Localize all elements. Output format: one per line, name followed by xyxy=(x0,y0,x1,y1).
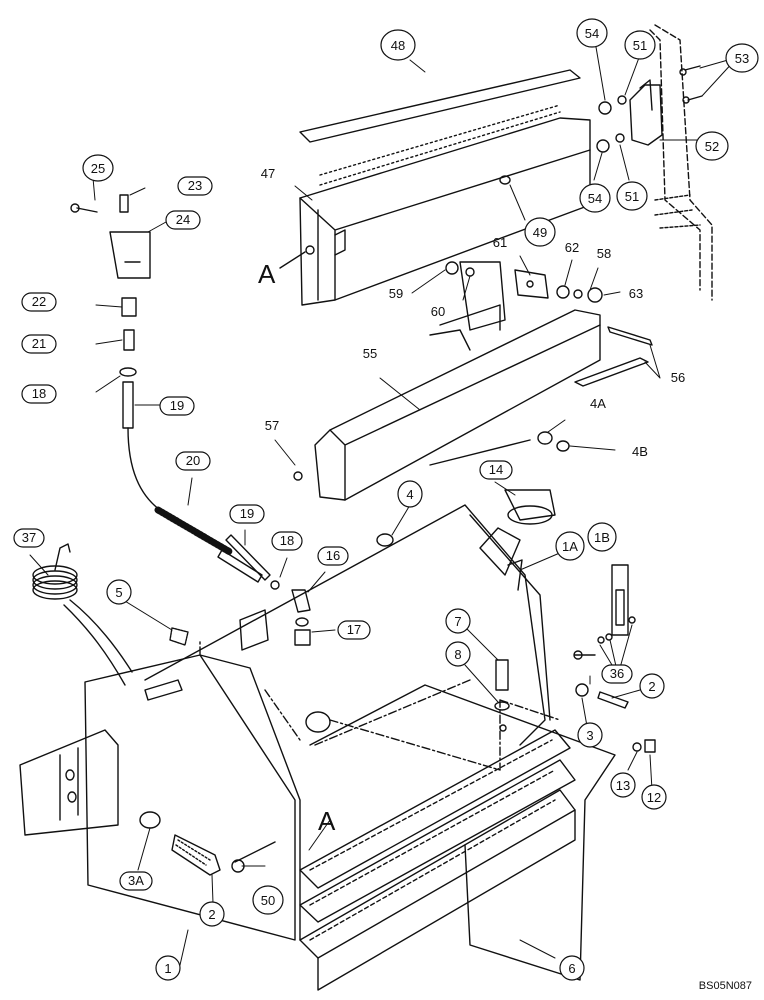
callout-21: 21 xyxy=(32,336,46,351)
callout-6: 6 xyxy=(568,961,575,976)
callout-51-bottom: 51 xyxy=(625,189,639,204)
callout-19-top: 19 xyxy=(170,398,184,413)
callout-18-top: 18 xyxy=(32,386,46,401)
callout-51-top: 51 xyxy=(633,38,647,53)
callout-50: 50 xyxy=(261,893,275,908)
hinge-52 xyxy=(629,84,663,146)
callout-18-bottom: 18 xyxy=(280,533,294,548)
callout-3A: 3A xyxy=(128,873,144,888)
fitting-stack xyxy=(70,194,311,646)
tube-19 xyxy=(122,381,134,429)
bracket-61 xyxy=(445,261,603,331)
callout-36: 36 xyxy=(610,666,624,681)
callout-4A: 4A xyxy=(590,396,606,411)
callout-60: 60 xyxy=(431,304,445,319)
bolt-49 xyxy=(305,245,315,255)
callout-24: 24 xyxy=(176,212,190,227)
main-body xyxy=(19,489,656,991)
callout-7: 7 xyxy=(454,614,461,629)
callout-labels: 48 54 51 53 52 54 51 49 47 61 62 58 63 5… xyxy=(22,26,749,976)
callout-17: 17 xyxy=(347,622,361,637)
coil-37 xyxy=(32,543,133,686)
callout-1B: 1B xyxy=(594,530,610,545)
fitting-21 xyxy=(123,329,135,351)
washer-3A xyxy=(139,811,161,829)
callout-58: 58 xyxy=(597,246,611,261)
callout-4B: 4B xyxy=(632,444,648,459)
callout-8: 8 xyxy=(454,647,461,662)
bolt-7 xyxy=(495,659,509,691)
hose-20 xyxy=(154,506,234,556)
callout-3: 3 xyxy=(586,728,593,743)
nut-54-top xyxy=(598,101,612,115)
bolt-2 xyxy=(171,834,221,876)
callout-56: 56 xyxy=(671,370,685,385)
callout-5: 5 xyxy=(115,585,122,600)
strip-56a xyxy=(574,357,649,387)
callout-19-bottom: 19 xyxy=(240,506,254,521)
leader-lines xyxy=(29,46,736,966)
callout-bubbles xyxy=(13,18,759,981)
callout-63: 63 xyxy=(629,286,643,301)
callout-53: 53 xyxy=(735,51,749,66)
callout-13: 13 xyxy=(616,778,630,793)
callout-54-bottom: 54 xyxy=(588,191,602,206)
callout-61: 61 xyxy=(493,235,507,250)
callout-16: 16 xyxy=(326,548,340,563)
callout-54-top: 54 xyxy=(585,26,599,41)
callout-59: 59 xyxy=(389,286,403,301)
callout-55: 55 xyxy=(363,346,377,361)
view-mark-a-bottom: A xyxy=(318,806,336,836)
callout-25: 25 xyxy=(91,161,105,176)
bolt-57 xyxy=(293,471,303,481)
strip-48 xyxy=(299,69,581,143)
drawing-code: BS05N087 xyxy=(698,980,752,992)
callout-1A: 1A xyxy=(562,539,578,554)
sight-gauge-36 xyxy=(611,564,629,636)
callout-48: 48 xyxy=(391,38,405,53)
callout-1: 1 xyxy=(164,961,171,976)
nut-54-bot xyxy=(596,139,610,153)
callout-14: 14 xyxy=(489,462,503,477)
callout-57: 57 xyxy=(265,418,279,433)
callout-2-right: 2 xyxy=(648,679,655,694)
callout-22: 22 xyxy=(32,294,46,309)
callout-23: 23 xyxy=(188,178,202,193)
elbow-16 xyxy=(291,589,311,613)
callout-37: 37 xyxy=(22,530,36,545)
fitting-17 xyxy=(294,629,311,646)
callout-62: 62 xyxy=(565,240,579,255)
strip-56b xyxy=(607,326,653,346)
fitting-22 xyxy=(121,297,137,317)
callout-2-left: 2 xyxy=(208,907,215,922)
callout-12: 12 xyxy=(647,790,661,805)
view-mark-a-top: A xyxy=(258,259,276,289)
cover-47 xyxy=(299,117,591,306)
callout-49: 49 xyxy=(533,225,547,240)
top-cover xyxy=(279,24,713,306)
callout-20: 20 xyxy=(186,453,200,468)
shield-55 xyxy=(293,304,653,501)
callout-47: 47 xyxy=(261,166,275,181)
callout-4: 4 xyxy=(406,487,413,502)
callout-52: 52 xyxy=(705,139,719,154)
